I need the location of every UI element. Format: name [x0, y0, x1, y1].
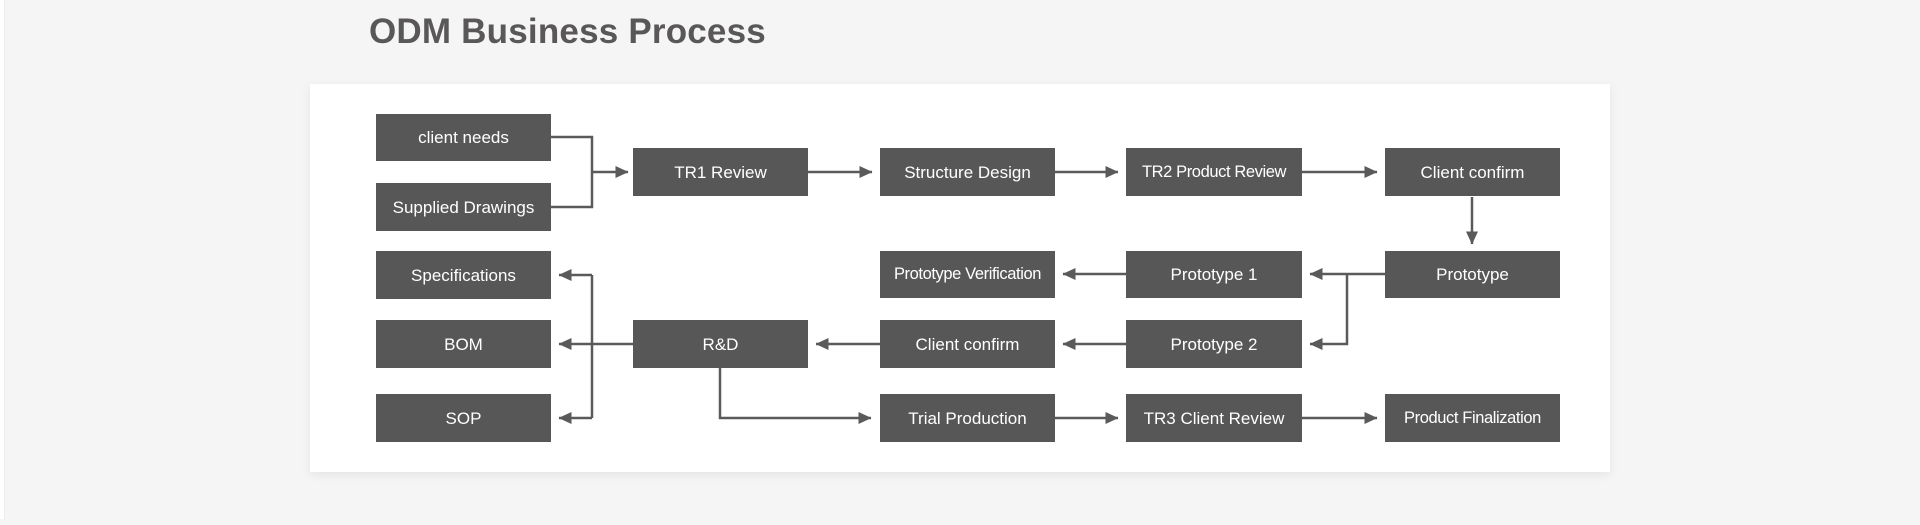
node-sop: SOP: [376, 394, 551, 442]
node-client-needs: client needs: [376, 114, 551, 161]
node-specifications: Specifications: [376, 251, 551, 299]
node-prototype-2: Prototype 2: [1126, 320, 1302, 368]
node-tr1-review: TR1 Review: [633, 148, 808, 196]
node-tr2-product-review: TR2 Product Review: [1126, 148, 1302, 196]
node-structure-design: Structure Design: [880, 148, 1055, 196]
page-title: ODM Business Process: [369, 12, 766, 51]
page-edge-strip: [0, 0, 5, 519]
node-supplied-drawings: Supplied Drawings: [376, 183, 551, 231]
node-prototype-1: Prototype 1: [1126, 251, 1302, 298]
node-prototype: Prototype: [1385, 251, 1560, 298]
node-rnd: R&D: [633, 320, 808, 368]
node-client-confirm-mid: Client confirm: [880, 320, 1055, 368]
node-tr3-client-review: TR3 Client Review: [1126, 394, 1302, 442]
node-client-confirm-top: Client confirm: [1385, 148, 1560, 196]
node-trial-production: Trial Production: [880, 394, 1055, 442]
node-bom: BOM: [376, 320, 551, 368]
node-prototype-verification: Prototype Verification: [880, 251, 1055, 298]
node-product-finalization: Product Finalization: [1385, 394, 1560, 442]
